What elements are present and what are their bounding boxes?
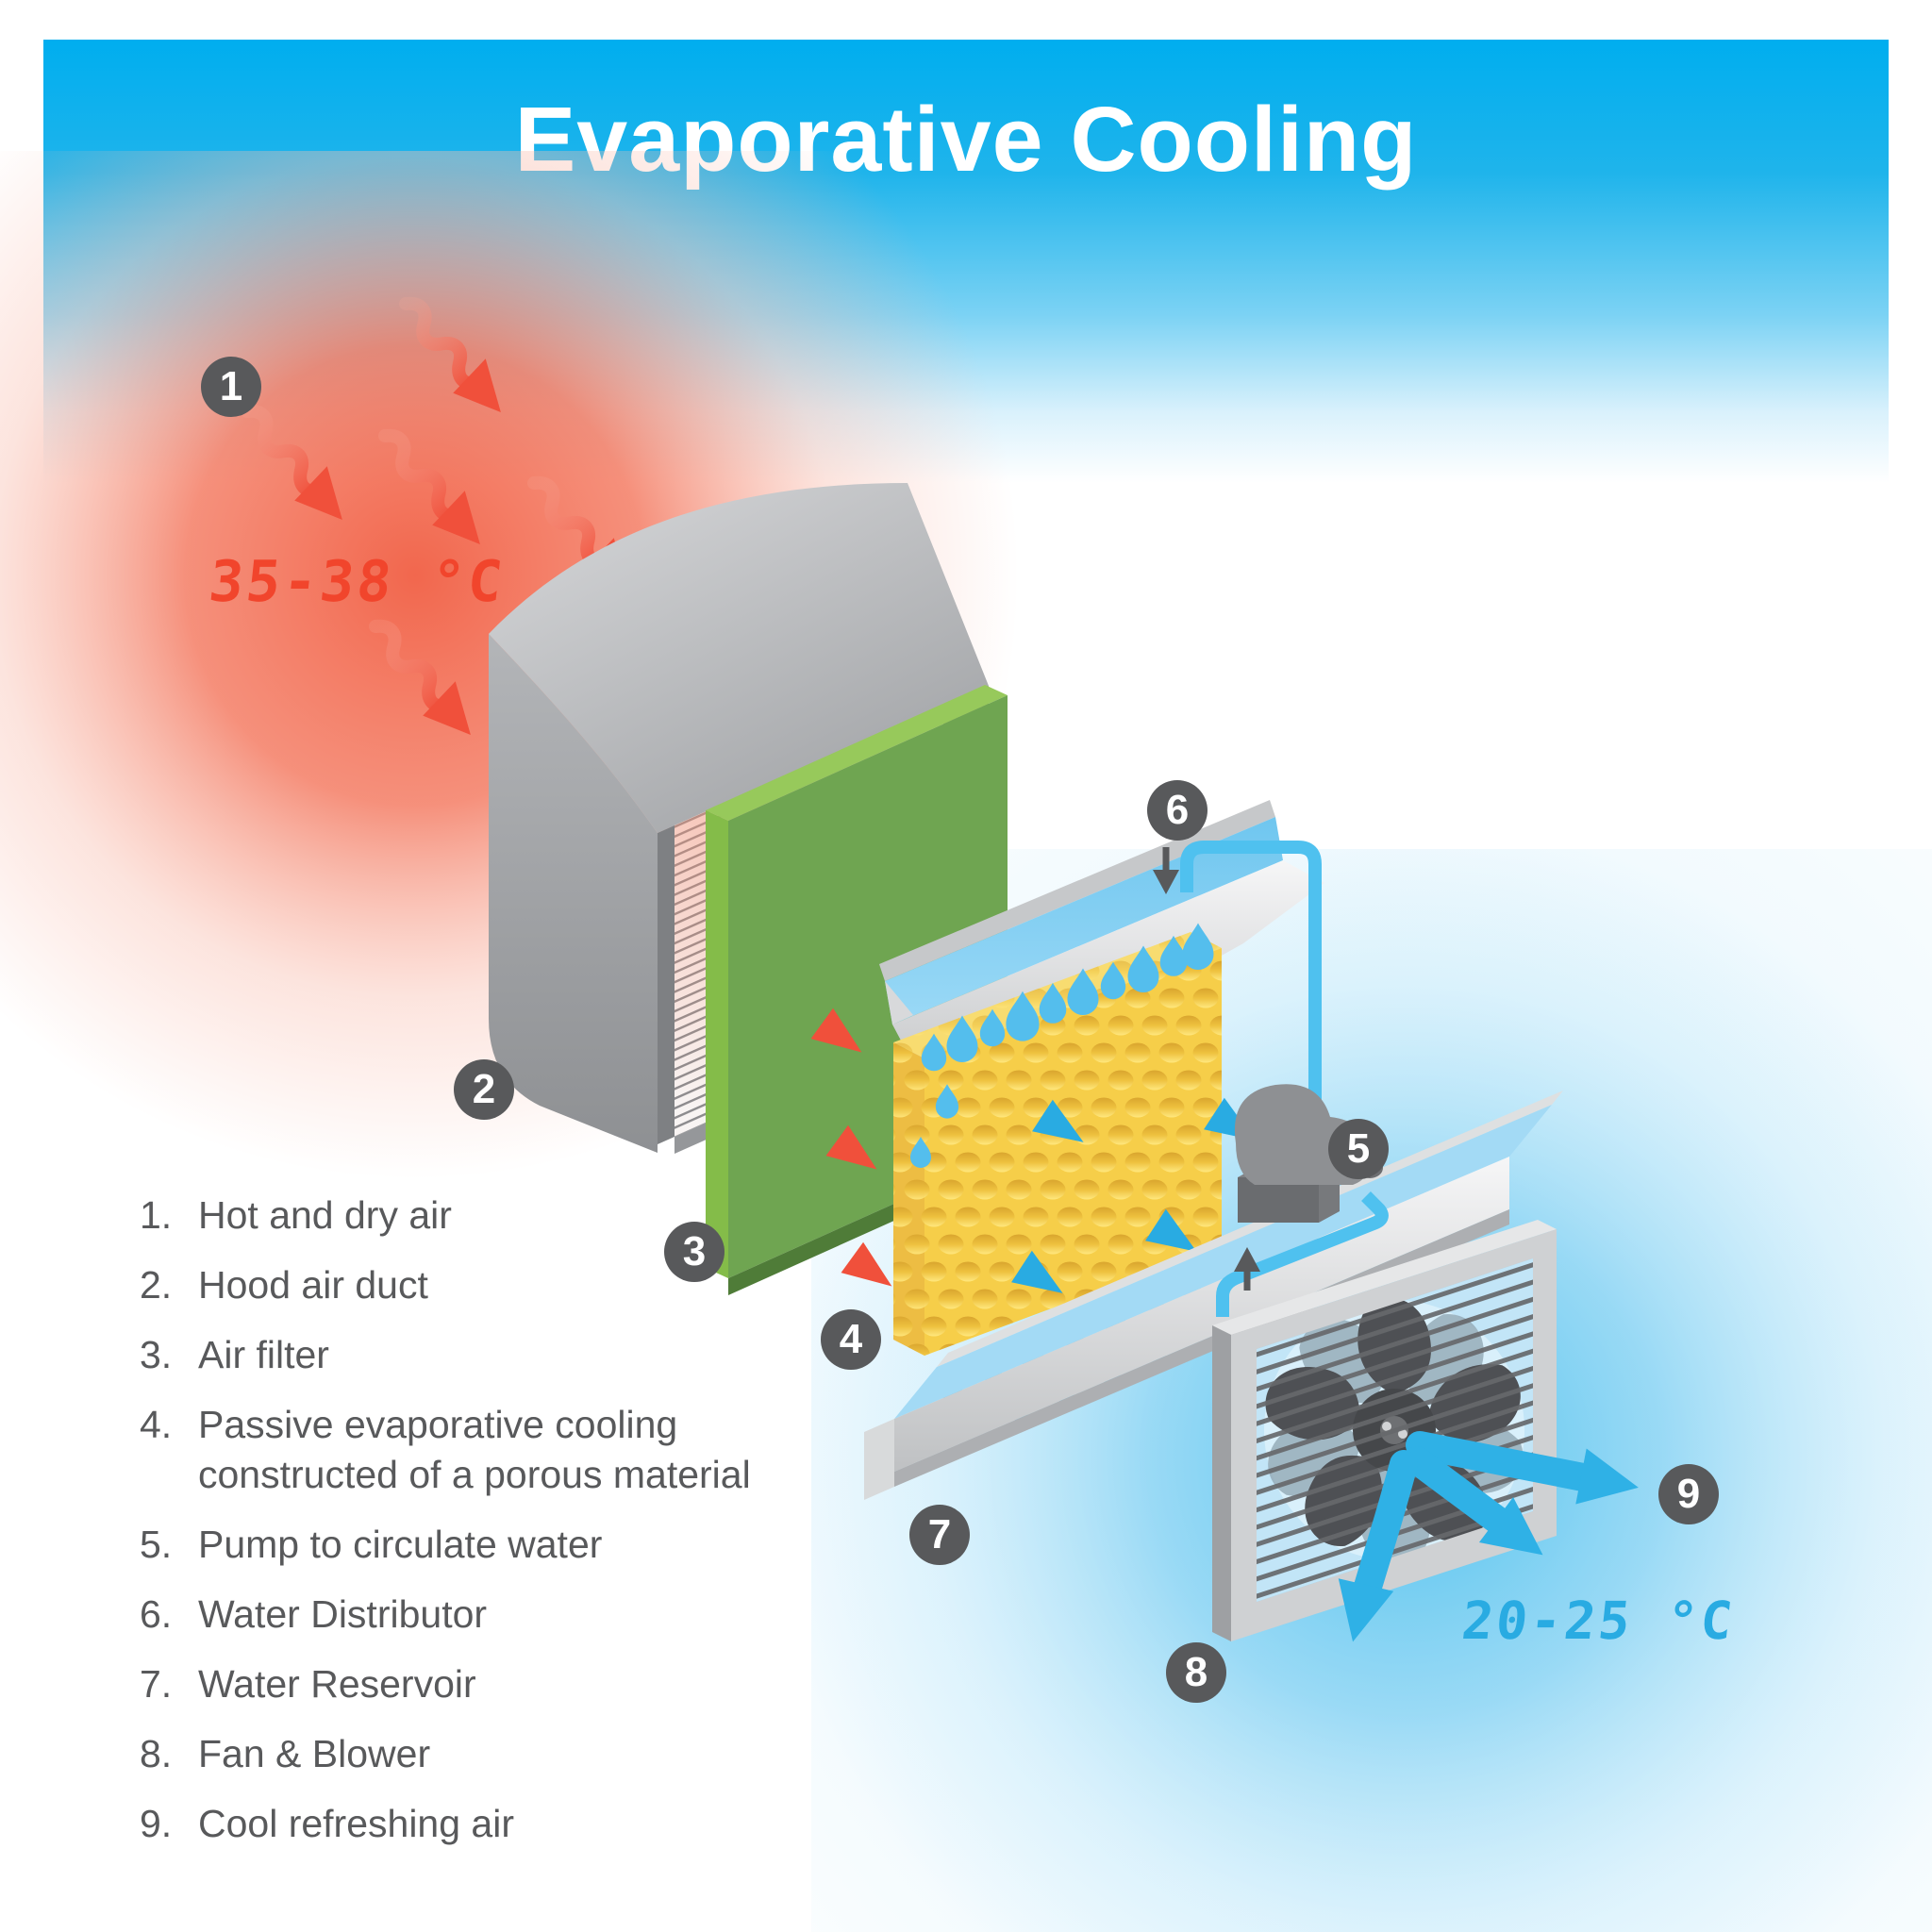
- cold-temperature-readout: 20-25 °C: [1458, 1591, 1739, 1651]
- water-pipe-return: [1216, 1191, 1389, 1317]
- badge-5: 5: [1328, 1119, 1389, 1179]
- reservoir-water: [894, 1105, 1552, 1419]
- badge-7: 7: [909, 1505, 970, 1565]
- badge-6: 6: [1147, 780, 1208, 841]
- flow-down-arrow-icon: [1153, 847, 1179, 894]
- water-pipe-supply: [1153, 841, 1322, 1140]
- fan-frame: [1231, 1229, 1557, 1641]
- legend-item-1: 1.Hot and dry air: [140, 1193, 452, 1237]
- badge-2: 2: [454, 1059, 514, 1120]
- legend-item-2: 2.Hood air duct: [140, 1263, 428, 1307]
- legend-item-8: 8.Fan & Blower: [140, 1732, 431, 1775]
- cool-air-arrows: [1324, 1431, 1644, 1649]
- legend-list: 1.Hot and dry air 2.Hood air duct 3.Air …: [140, 1191, 791, 1869]
- fan-grille: [1257, 1258, 1533, 1602]
- hot-temperature-readout: 35-38 °C: [206, 549, 508, 615]
- legend-item-9: 9.Cool refreshing air: [140, 1802, 514, 1845]
- badge-9: 9: [1658, 1464, 1719, 1524]
- legend-item-7: 7.Water Reservoir: [140, 1662, 476, 1706]
- badge-1: 1: [201, 357, 261, 417]
- flow-up-arrow-icon: [1234, 1247, 1260, 1291]
- legend-item-5: 5.Pump to circulate water: [140, 1523, 603, 1566]
- legend-item-4: 4.Passive evaporative cooling constructe…: [140, 1403, 751, 1496]
- legend-item-6: 6.Water Distributor: [140, 1592, 488, 1636]
- fan-blower: [1212, 1220, 1557, 1641]
- legend-item-3: 3.Air filter: [140, 1333, 329, 1376]
- badge-3: 3: [664, 1222, 724, 1282]
- badge-8: 8: [1166, 1642, 1226, 1703]
- badge-4: 4: [821, 1309, 881, 1370]
